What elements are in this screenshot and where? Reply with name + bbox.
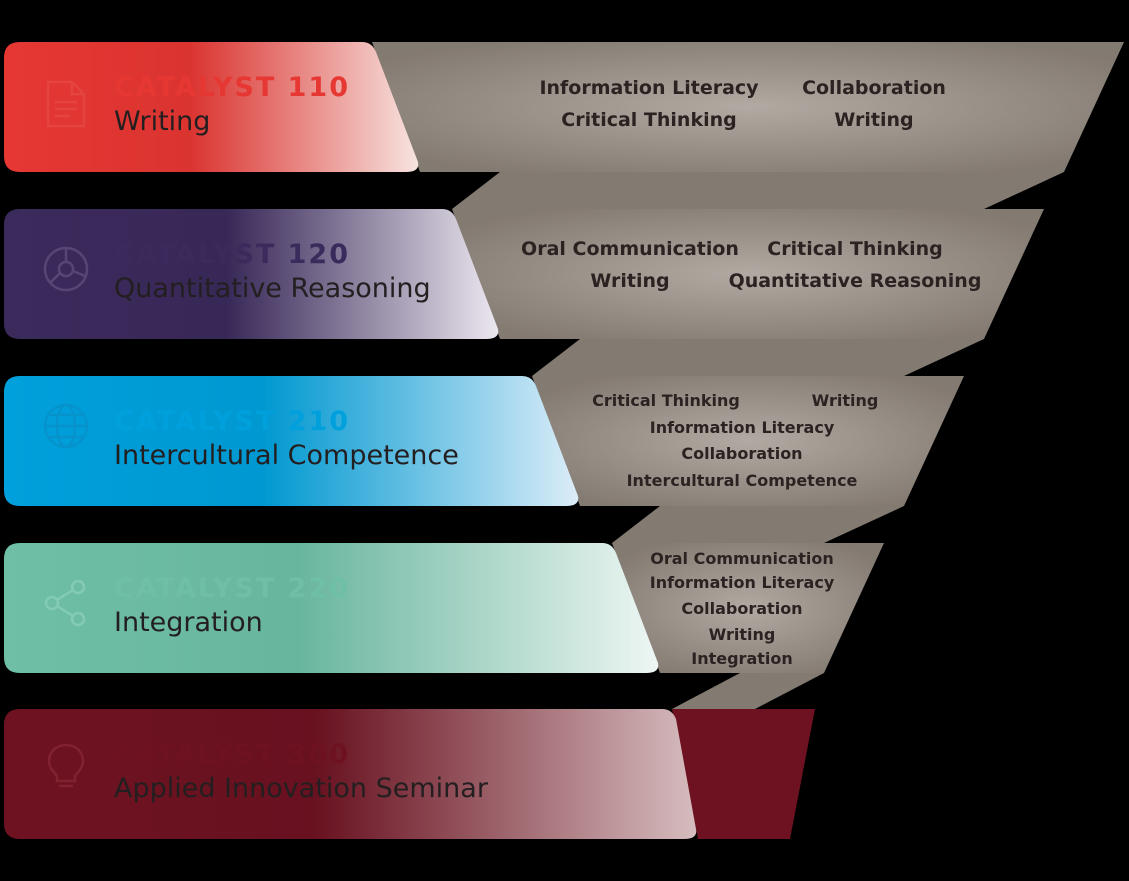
funnel-segment (532, 376, 964, 506)
skill-label: Writing (708, 625, 776, 644)
skill-label: Quantitative Reasoning (728, 270, 982, 292)
funnel-segment (612, 543, 884, 673)
skill-label: Writing (834, 109, 914, 131)
funnel-segment (372, 42, 1124, 172)
skill-label: Integration (691, 649, 793, 668)
course-band (4, 42, 419, 172)
skill-label: Critical Thinking (592, 391, 740, 410)
funnel-connector (452, 172, 1064, 209)
skill-label: Information Literacy (539, 77, 759, 99)
funnel-connector (672, 673, 824, 709)
skill-label: Information Literacy (649, 573, 835, 592)
course-band (4, 543, 659, 673)
skill-label: Writing (590, 270, 670, 292)
skill-label: Collaboration (802, 77, 946, 99)
skill-label: Critical Thinking (767, 238, 943, 260)
skill-label: Collaboration (681, 444, 803, 463)
funnel-connector (612, 506, 904, 543)
course-band (4, 709, 697, 839)
course-band (4, 376, 579, 506)
skill-label: Intercultural Competence (626, 471, 858, 490)
skill-label: Oral Communication (650, 549, 834, 568)
skill-label: Information Literacy (649, 418, 835, 437)
course-band (4, 209, 499, 339)
skill-label: Oral Communication (521, 238, 739, 260)
funnel-connector (532, 339, 984, 376)
skill-label: Critical Thinking (561, 109, 737, 131)
funnel-segment (452, 209, 1044, 339)
skill-label: Collaboration (681, 599, 803, 618)
funnel-segment (672, 709, 815, 839)
skill-label: Writing (811, 391, 879, 410)
